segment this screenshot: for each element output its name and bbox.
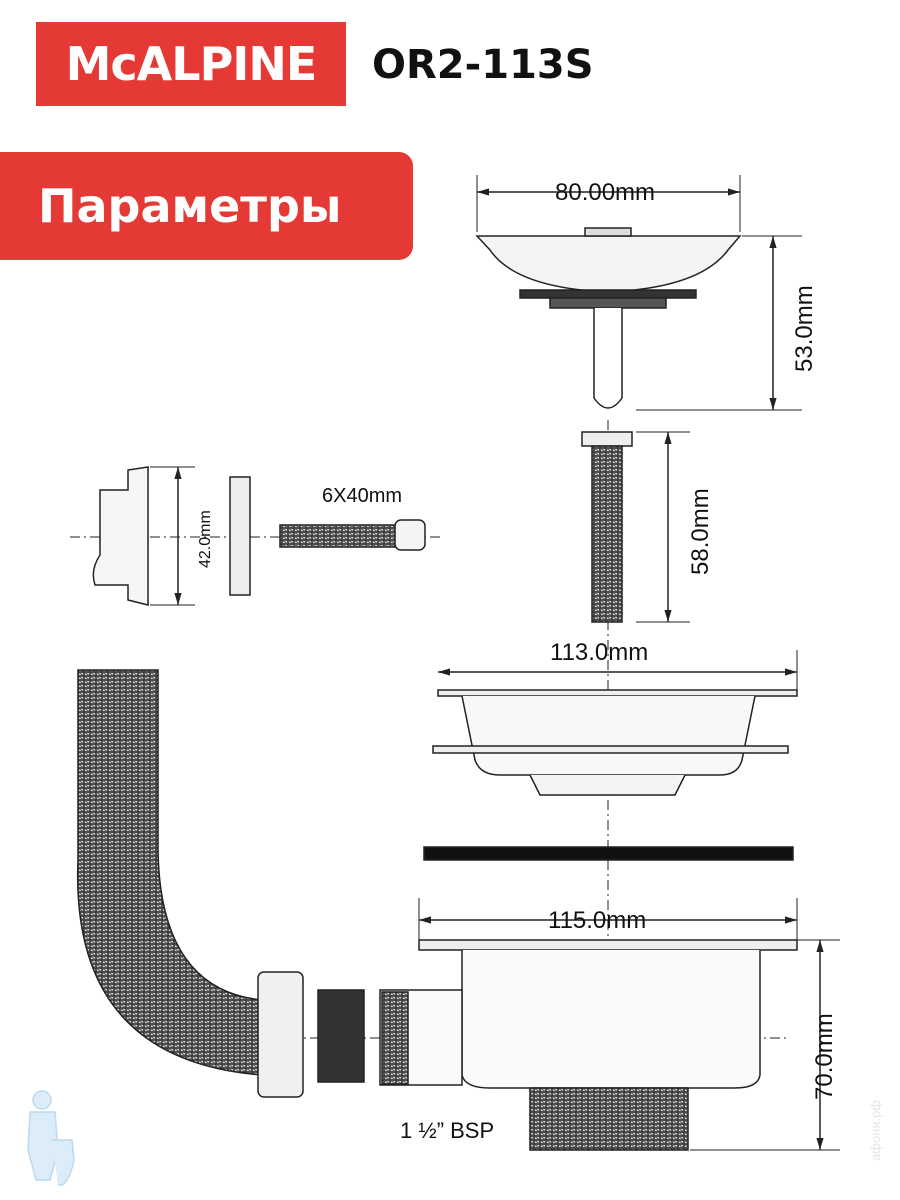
plate-width-label: 113.0mm [550, 639, 648, 666]
strainer-height-label: 53.0mm [791, 285, 818, 372]
overflow-assembly [76, 466, 426, 1098]
connecting-bolt [581, 431, 633, 623]
overflow-diameter-label: 42.0mm [197, 510, 214, 568]
body-height-label: 70.0mm [811, 1013, 838, 1100]
section-title: Параметры [38, 179, 342, 233]
sealing-gasket [423, 846, 794, 861]
plumber-mascot-icon [27, 1090, 75, 1186]
strainer-basket [475, 227, 742, 409]
brand-logo: McALPINE [36, 22, 346, 106]
logo-text: McALPINE [65, 37, 318, 91]
section-title-banner: Параметры [0, 152, 413, 260]
watermark: афоня.рф [868, 1100, 883, 1161]
body-width-label: 115.0mm [548, 907, 646, 934]
strainer-width-label: 80.00mm [555, 179, 655, 206]
strainer-plate [432, 689, 798, 796]
model-number: OR2-113S [372, 42, 594, 88]
bolt-length-label: 58.0mm [687, 488, 714, 575]
thread-label: 1 ½” BSP [400, 1118, 494, 1143]
drain-body [379, 939, 798, 1151]
screw-size-label: 6X40mm [322, 485, 402, 507]
